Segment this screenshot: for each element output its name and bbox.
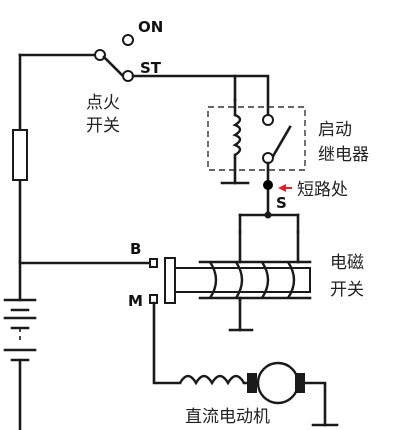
- short-label: 短路处: [297, 180, 348, 200]
- solenoid-body: [164, 230, 312, 304]
- dc-motor-symbol: [247, 361, 339, 427]
- st-label: ST: [140, 59, 162, 77]
- relay-coil: [220, 98, 250, 185]
- relay-label-line1: 启动: [318, 120, 352, 140]
- m-wire: [152, 301, 182, 385]
- st-wire: [131, 74, 237, 102]
- solenoid-label-line1: 电磁: [330, 253, 364, 273]
- on-label: ON: [138, 18, 163, 36]
- relay-box: [207, 106, 306, 171]
- battery-symbol: [3, 298, 37, 430]
- b-terminal-label: B: [130, 240, 141, 258]
- left-main-wire: [18, 53, 97, 302]
- short-point-dot: [263, 180, 273, 190]
- motor-field-coil: [178, 374, 246, 386]
- m-terminal-label: M: [128, 292, 143, 310]
- fuse-symbol: [12, 129, 28, 181]
- ignition-label-line1: 点火: [86, 93, 120, 113]
- st-wire-to-contact: [233, 74, 270, 117]
- short-arrow-head: [278, 184, 286, 192]
- ignition-switch: [94, 34, 134, 82]
- b-terminal-box: [149, 258, 158, 268]
- solenoid-coils: [228, 211, 300, 332]
- s-terminal-label: S: [276, 194, 287, 212]
- ignition-label-line2: 开关: [86, 116, 120, 136]
- motor-label: 直流电动机: [185, 407, 270, 427]
- solenoid-label-line2: 开关: [330, 280, 364, 300]
- relay-label-line2: 继电器: [318, 145, 369, 165]
